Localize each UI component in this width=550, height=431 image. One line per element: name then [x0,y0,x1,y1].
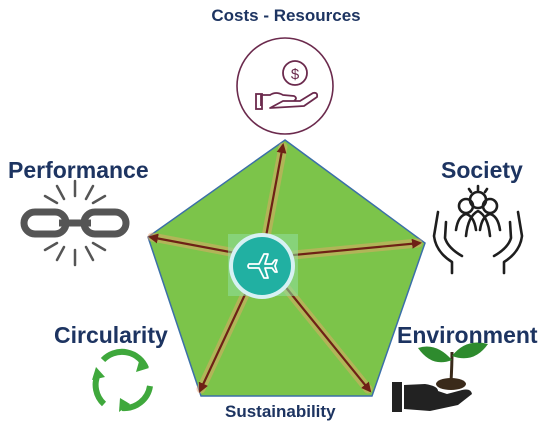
svg-text:$: $ [291,66,300,83]
recycle-icon [92,348,153,412]
hand-plant-icon [392,342,488,412]
airplane-icon [247,253,278,279]
label-society: Society [441,157,523,183]
label-circularity: Circularity [54,322,168,348]
hands-people-icon [432,184,524,275]
label-performance: Performance [8,157,149,183]
center-hub [228,233,298,299]
label-sustainability: Sustainability [225,402,336,421]
hand-coin-icon: $ [236,37,334,135]
label-environment: Environment [397,322,538,348]
broken-chain-icon [20,179,130,267]
label-costs-resources: Costs - Resources [211,6,361,25]
